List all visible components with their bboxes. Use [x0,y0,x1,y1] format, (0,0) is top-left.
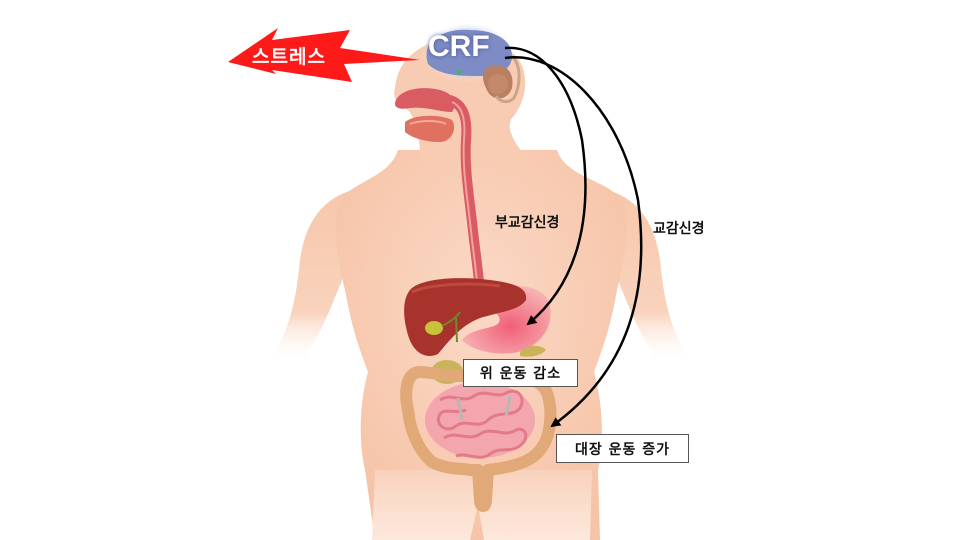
crf-label: CRF [428,30,490,63]
small-intestine [425,382,535,459]
gallbladder [425,321,443,335]
brain [422,22,521,104]
sympathetic-arrow [504,56,643,428]
liver [404,278,527,356]
stress-label: 스트레스 [252,46,326,68]
oral-cavity [394,88,455,142]
parasympathetic-label: 부교감신경 [495,215,560,231]
esophagus [445,95,487,315]
stress-bolt [228,28,420,82]
stomach-effect-box: 위 운동 감소 [463,359,578,387]
parasympathetic-arrow [504,46,587,326]
colon-effect-box: 대장 운동 증가 [556,434,689,463]
sympathetic-label: 교감신경 [653,221,705,237]
